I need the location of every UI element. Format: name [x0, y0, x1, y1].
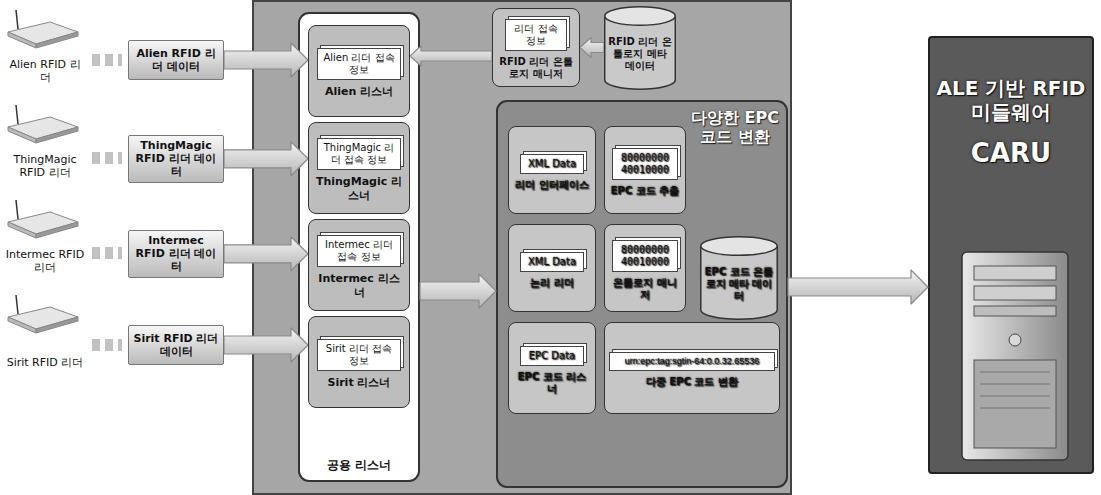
listener-box: Intermec 리스너 Intermec 리더 접속 정보 — [308, 219, 410, 311]
cylinder-body — [701, 246, 777, 319]
node-label: urn:epc:tag:sgtin-64:0.0.32.65536 — [625, 356, 760, 367]
listener-box: Sirit 리스너 Sirit 리더 접속 정보 — [308, 316, 410, 408]
flow-arrow — [410, 46, 492, 66]
reader-data-box: ThingMagic RFID 리더 데이터 — [128, 135, 224, 183]
process-box: 논리 리더 XML Data — [508, 224, 596, 312]
node-label: ThingMagic RFID 리더 — [4, 153, 86, 179]
process-box: EPC 코드 추출 80000000 40010000 — [604, 126, 686, 214]
rfid-reader: Sirit RFID 리더 — [4, 293, 86, 371]
node-label: RFID 리더 온톨로지 매니저 — [497, 56, 575, 80]
node-label: 공용 리스너 — [327, 458, 391, 472]
reader-icon — [8, 200, 78, 238]
node-label: 다양한 EPC 코드 변환 — [690, 108, 780, 146]
document-shape: 80000000 40010000 — [612, 240, 678, 272]
node-label: EPC 코드 온톨로지 메타 데이터 — [704, 266, 774, 302]
ontology-manager-box: RFID 리더 온톨로지 매니저 리더 접속정보 — [492, 8, 580, 87]
flow-arrow — [224, 328, 308, 362]
conversion-region: 다양한 EPC 코드 변환리더 인터페이스XML DataEPC 코드 추출80… — [496, 100, 788, 488]
node-label: ALE 기반 RFID 미들웨어 — [936, 76, 1086, 124]
reader-data-box: Alien RFID 리더 데이터 — [128, 40, 224, 80]
cylinder-top — [605, 7, 676, 25]
node-label: Alien 리스너 — [325, 85, 393, 98]
node-label: Intermec 리스너 — [313, 272, 405, 298]
node-label: Intermec RFID 리더 데이터 — [133, 234, 219, 274]
flow-arrow — [420, 274, 496, 308]
flow-arrow — [580, 38, 604, 58]
process-box: 온톨로지 매니저 80000000 40010000 — [604, 224, 686, 312]
flow-arrow — [224, 237, 308, 271]
node-label: RFID 리더 온톨로지 메타 데이터 — [608, 36, 672, 72]
signal-link — [92, 54, 122, 66]
node-label: 80000000 40010000 — [617, 244, 673, 268]
listener-box: ThingMagic 리스너 ThingMagic 리더 접속 정보 — [308, 122, 410, 214]
reader-data-box: Sirit RFID 리더 데이터 — [128, 325, 224, 365]
reader-icon — [8, 10, 78, 48]
node-label: 다중 EPC 코드 변환 — [646, 376, 738, 388]
node-label: XML Data — [528, 158, 576, 170]
reader-icon — [8, 295, 78, 333]
node-label: Alien RFID 리더 데이터 — [133, 47, 219, 73]
document-shape: XML Data — [520, 252, 584, 272]
cylinder-body — [605, 16, 676, 89]
node-label: XML Data — [528, 256, 576, 268]
listener-column-outline — [299, 13, 419, 481]
flow-arrow — [224, 142, 308, 176]
document-shape: 80000000 40010000 — [612, 148, 678, 180]
server-outline — [929, 37, 1093, 473]
process-box: 다중 EPC 코드 변환 urn:epc:tag:sgtin-64:0.0.32.… — [604, 322, 780, 414]
flow-arrow — [224, 43, 308, 77]
node-label: Sirit 리스너 — [328, 376, 391, 389]
document-shape: EPC Data — [520, 346, 584, 366]
flow-arrow — [788, 270, 928, 304]
server-computer — [962, 252, 1068, 460]
node-label: Alien 리더 접속 정보 — [322, 52, 396, 76]
node-label: Intermec 리더 접속 정보 — [322, 239, 396, 263]
document-shape: Sirit 리더 접속 정보 — [317, 339, 401, 371]
reader-icon — [8, 105, 78, 143]
document-shape: Alien 리더 접속 정보 — [317, 48, 401, 80]
process-box: EPC 코드 리스너 EPC Data — [508, 322, 596, 414]
node-label: EPC 코드 리스너 — [513, 371, 591, 395]
node-label: 논리 리더 — [530, 277, 573, 289]
document-shape: XML Data — [520, 154, 584, 174]
process-box: 리더 인터페이스 XML Data — [508, 126, 596, 214]
node-label: ThingMagic 리스너 — [313, 175, 405, 201]
document-shape: urn:epc:tag:sgtin-64:0.0.32.65536 — [609, 352, 775, 371]
document-shape: Intermec 리더 접속 정보 — [317, 235, 401, 267]
document-shape: ThingMagic 리더 접속 정보 — [317, 138, 401, 170]
node-label: Intermec RFID 리더 — [4, 248, 86, 274]
document-shape: 리더 접속정보 — [505, 19, 567, 51]
listener-box: Alien 리스너 Alien 리더 접속 정보 — [308, 25, 410, 117]
node-label: Sirit 리더 접속 정보 — [322, 343, 396, 367]
listener-column: 공용 리스너 Alien 리스너 Alien 리더 접속 정보 ThingMagic … — [298, 12, 420, 482]
region-outline — [497, 101, 787, 487]
node-label: 리더 인터페이스 — [515, 179, 588, 191]
signal-link — [92, 339, 122, 351]
system-name: CARU — [971, 138, 1051, 169]
database-cylinder: RFID 리더 온톨로지 메타 데이터 — [604, 6, 676, 90]
rfid-reader: Intermec RFID 리더 — [4, 198, 86, 276]
rfid-reader: Alien RFID 리더 — [4, 8, 86, 86]
cylinder-top — [701, 237, 777, 255]
node-label: Alien RFID 리더 — [4, 58, 86, 84]
node-label: 리더 접속정보 — [510, 23, 562, 47]
node-label: ThingMagic 리더 접속 정보 — [322, 142, 396, 166]
node-label: 80000000 40010000 — [617, 152, 673, 176]
signal-link — [92, 247, 122, 259]
signal-link — [92, 152, 122, 164]
node-label: EPC 코드 추출 — [611, 185, 679, 197]
reader-data-box: Intermec RFID 리더 데이터 — [128, 230, 224, 278]
middleware-server: ALE 기반 RFID 미들웨어 CARU — [928, 36, 1094, 474]
rfid-reader: ThingMagic RFID 리더 — [4, 103, 86, 181]
node-label: EPC Data — [529, 350, 575, 362]
node-label: Sirit RFID 리더 — [7, 356, 84, 369]
node-label: 온톨로지 매니저 — [609, 277, 681, 301]
database-cylinder: EPC 코드 온톨로지 메타 데이터 — [700, 236, 778, 320]
node-label: Sirit RFID 리더 데이터 — [133, 332, 219, 358]
node-label: ThingMagic RFID 리더 데이터 — [133, 139, 219, 179]
